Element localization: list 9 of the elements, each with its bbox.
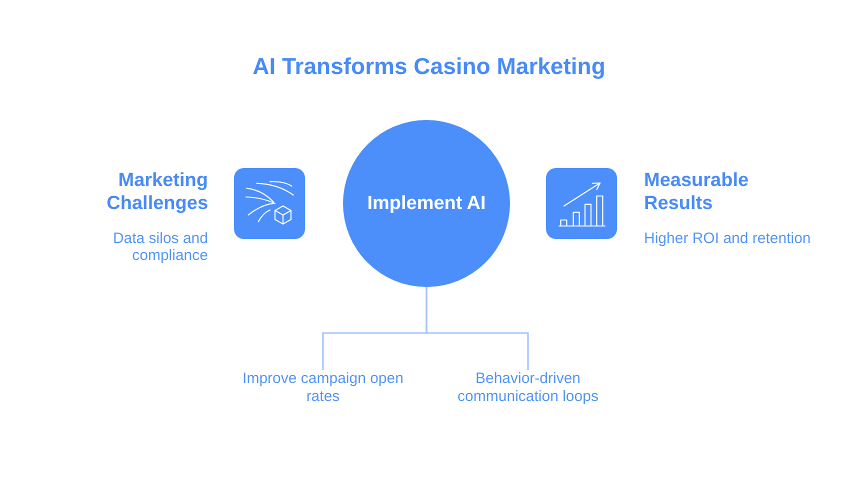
description: Higher ROI and retention: [644, 230, 811, 247]
heading: Measurable Results: [644, 169, 749, 215]
heading: Marketing Challenges: [106, 169, 208, 215]
process-circle: Implement AI: [343, 120, 510, 287]
description: Data silos and compliance: [112, 230, 208, 264]
branch-text: Improve campaign open rates: [238, 370, 408, 406]
connector-line: [426, 287, 529, 370]
title: AI Transforms Casino Marketing: [252, 52, 606, 80]
branch-text: Behavior-driven communication loops: [443, 370, 613, 406]
